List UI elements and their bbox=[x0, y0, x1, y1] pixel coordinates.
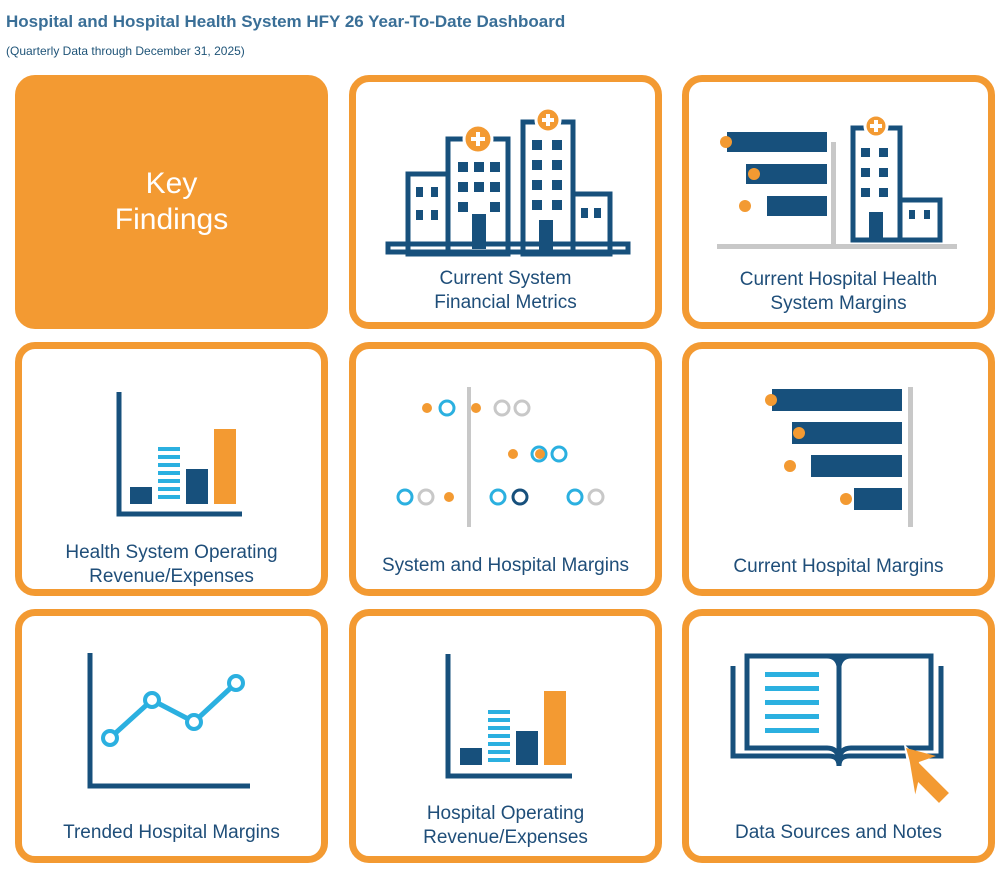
tile-label: Current Hospital Health System Margins bbox=[739, 269, 938, 314]
tile-health-system-operating-revenue-expenses[interactable]: Health System Operating Revenue/Expenses bbox=[15, 342, 328, 596]
dot-plot-icon bbox=[396, 387, 605, 527]
tile-current-hospital-margins[interactable]: Current Hospital Margins bbox=[682, 342, 995, 596]
tile-current-system-financial-metrics[interactable]: Current System Financial Metrics bbox=[349, 75, 662, 329]
bar-chart-icon bbox=[116, 392, 242, 517]
page-title: Hospital and Hospital Health System HFY … bbox=[6, 12, 566, 31]
tile-label: System and Hospital Margins bbox=[381, 555, 630, 576]
tile-hospital-operating-revenue-expenses[interactable]: Hospital Operating Revenue/Expenses bbox=[349, 609, 662, 863]
tile-data-sources-and-notes[interactable]: Data Sources and Notes bbox=[682, 609, 995, 863]
tile-label: Key Findings bbox=[114, 167, 229, 236]
tile-label: Trended Hospital Margins bbox=[63, 822, 280, 843]
tile-key-findings[interactable]: Key Findings bbox=[15, 75, 328, 329]
tile-system-and-hospital-margins[interactable]: System and Hospital Margins bbox=[349, 342, 662, 596]
horizontal-bar-chart-icon bbox=[765, 387, 913, 527]
line-chart-icon bbox=[87, 653, 250, 789]
page-subtitle: (Quarterly Data through December 31, 202… bbox=[6, 44, 245, 58]
hospital-bars-icon bbox=[717, 113, 957, 249]
tile-current-hospital-health-system-margins[interactable]: Current Hospital Health System Margins bbox=[682, 75, 995, 329]
bar-chart-icon bbox=[445, 654, 572, 779]
tile-label: Data Sources and Notes bbox=[734, 822, 942, 843]
open-book-cursor-icon bbox=[730, 653, 954, 808]
tile-label: Current System Financial Metrics bbox=[434, 268, 577, 313]
tile-label: Current Hospital Margins bbox=[733, 556, 944, 577]
tile-label: Health System Operating Revenue/Expenses bbox=[65, 542, 278, 587]
hospital-buildings-icon bbox=[385, 106, 631, 257]
tile-label: Hospital Operating Revenue/Expenses bbox=[423, 803, 588, 848]
tile-trended-hospital-margins[interactable]: Trended Hospital Margins bbox=[15, 609, 328, 863]
